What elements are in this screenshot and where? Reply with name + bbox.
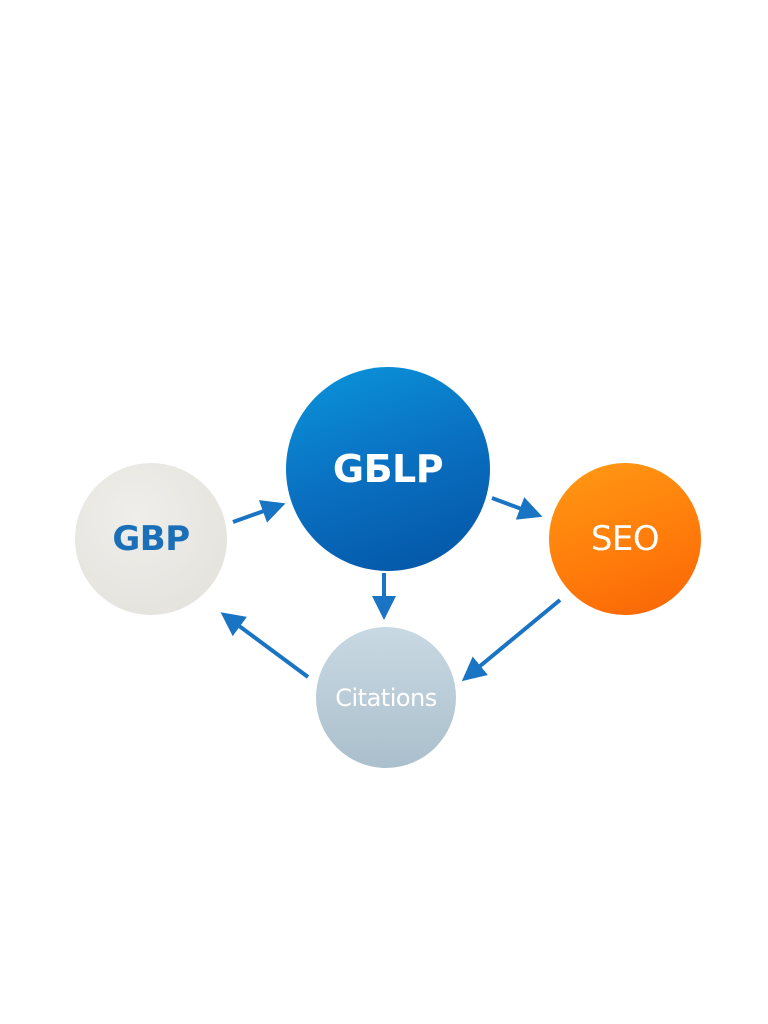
node-gbp: GBP <box>75 463 227 615</box>
node-seo-label: SEO <box>590 519 660 559</box>
node-gblp: GБLP <box>286 367 490 571</box>
node-gbp-label: GBP <box>112 519 190 559</box>
arrow-gbp-to-gblp <box>232 500 286 524</box>
node-gblp-label: GБLP <box>332 447 444 491</box>
arrow-gblp-to-seo <box>491 496 543 520</box>
arrow-seo-to-citations <box>461 598 562 682</box>
arrow-citations-to-gbp <box>220 612 310 679</box>
node-citations: Citations <box>316 627 456 768</box>
node-seo: SEO <box>549 463 701 615</box>
node-citations-label: Citations <box>335 683 437 712</box>
